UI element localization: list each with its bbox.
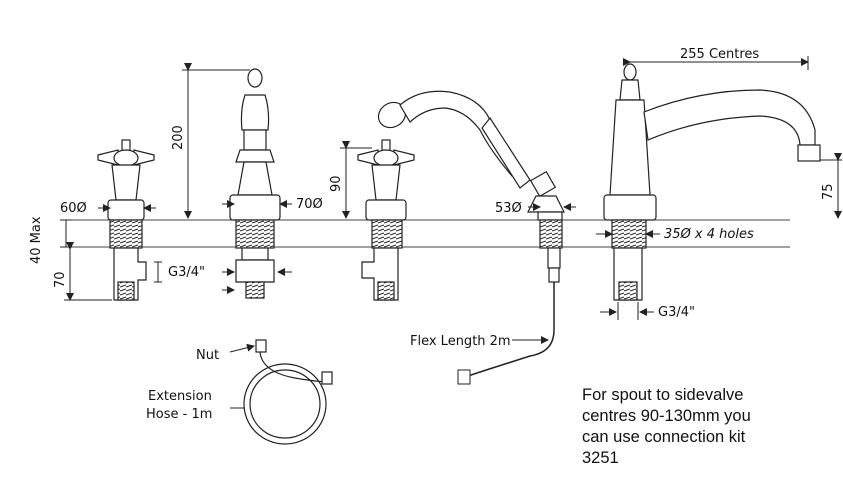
centre-lever-valve bbox=[229, 68, 281, 299]
height-75-label: 75 bbox=[821, 183, 836, 200]
deck-lines bbox=[62, 219, 790, 248]
centres-label: 255 Centres bbox=[680, 47, 759, 62]
connection-kit-note: For spout to sidevalve centres 90-130mm … bbox=[582, 385, 832, 469]
extension-hose bbox=[243, 339, 333, 445]
flex-length-label: Flex Length 2m bbox=[410, 334, 511, 349]
thread-left-label: G3/4" bbox=[168, 265, 205, 280]
flex-hose-end bbox=[457, 369, 471, 385]
flex-hose bbox=[467, 282, 555, 377]
note-line-3: can use connection kit bbox=[582, 428, 746, 446]
thread-right-label: G3/4" bbox=[658, 305, 695, 320]
note-line-1: For spout to sidevalve bbox=[582, 386, 744, 404]
shower-handset bbox=[377, 90, 565, 283]
note-line-2: centres 90-130mm you bbox=[582, 407, 751, 425]
right-cross-valve bbox=[357, 139, 415, 301]
bath-spout bbox=[603, 63, 821, 301]
holes-label: 35Ø x 4 holes bbox=[664, 227, 754, 242]
height-90-label: 90 bbox=[329, 175, 344, 192]
hole-dia-53-label: 53Ø bbox=[495, 201, 522, 216]
shank-70-label: 70 bbox=[53, 271, 68, 288]
deck-max-label: 40 Max bbox=[29, 216, 44, 264]
height-200-label: 200 bbox=[171, 125, 186, 150]
left-cross-valve bbox=[97, 139, 155, 301]
extension-label-1: Extension bbox=[148, 389, 212, 404]
hole-dia-60-label: 60Ø bbox=[60, 201, 87, 216]
hole-dia-70-label: 70Ø bbox=[296, 197, 323, 212]
dimension-lines bbox=[60, 56, 842, 409]
note-line-4: 3251 bbox=[582, 449, 619, 467]
extension-label-2: Hose - 1m bbox=[146, 407, 212, 422]
nut-label: Nut bbox=[196, 348, 219, 363]
